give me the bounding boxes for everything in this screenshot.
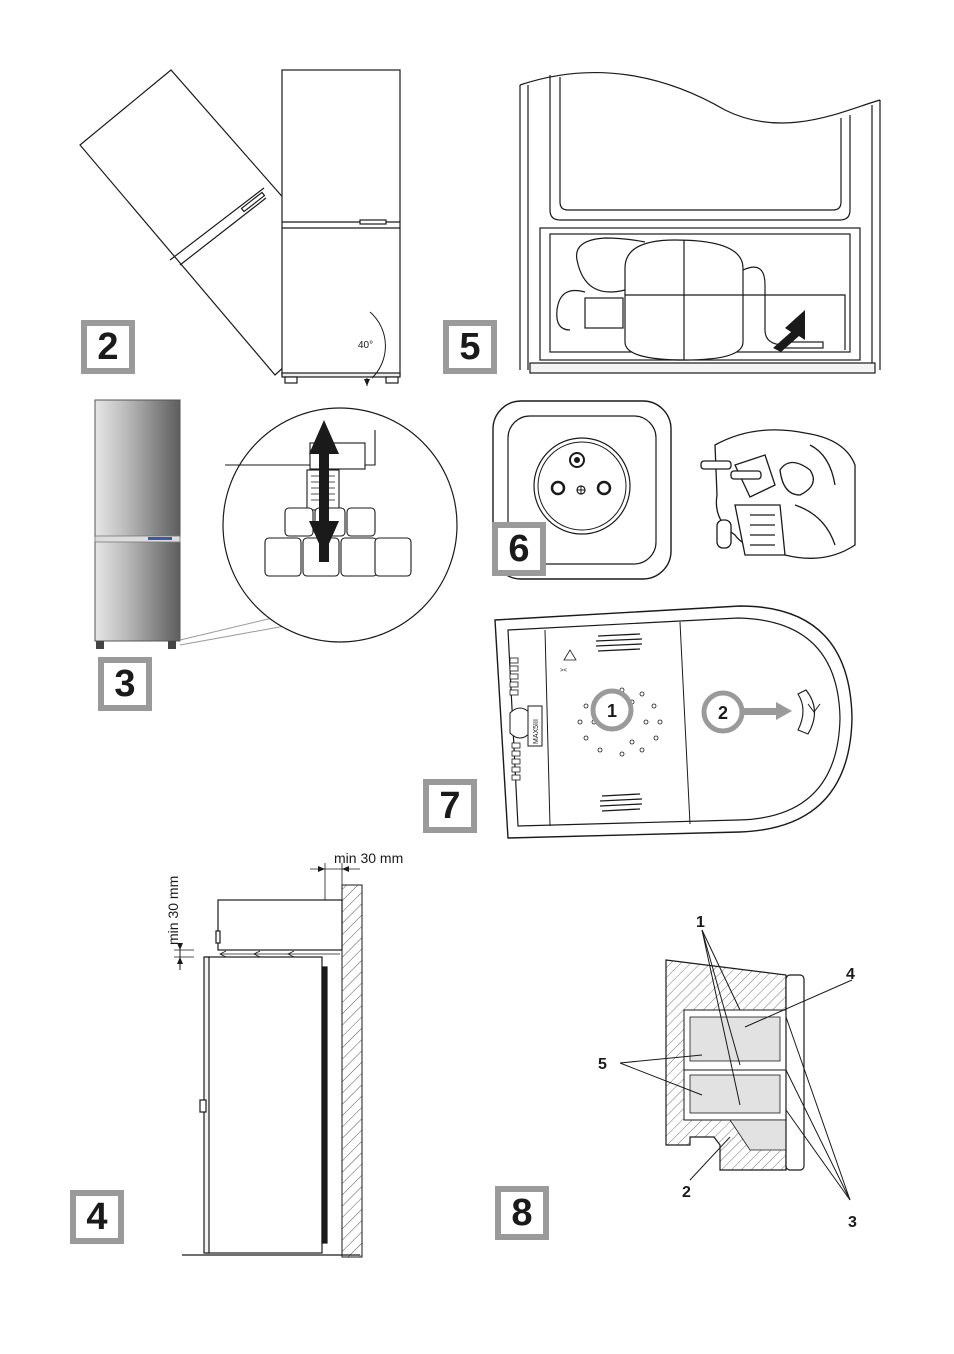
figure-8-badge: 8 <box>495 1186 549 1240</box>
figure-7-control-panel: MAX5III >< 1 2 <box>494 605 853 839</box>
thermostat-knob <box>797 689 816 735</box>
svg-text:><: >< <box>560 668 568 674</box>
door-handle <box>240 191 266 213</box>
panel-label: MAX5III <box>533 719 540 744</box>
angle-label: 40° <box>358 340 373 351</box>
figure-8-door-section: 1 2 3 4 5 <box>598 914 857 1231</box>
figure-2-badge: 2 <box>81 320 135 374</box>
figure-4-badge: 4 <box>70 1190 124 1244</box>
callout-5: 5 <box>598 1056 607 1073</box>
fridge-side <box>205 956 323 1254</box>
back-gap-label: min 30 mm <box>334 850 403 866</box>
figure-3-badge: 3 <box>98 657 152 711</box>
outer-panel <box>785 974 805 1171</box>
figure-7-badge: 7 <box>423 779 477 833</box>
callout-2: 2 <box>682 1184 691 1201</box>
figure-2-door-angle: 40° <box>79 69 401 386</box>
callout-3: 3 <box>848 1214 857 1231</box>
wall <box>341 884 363 1258</box>
figure-5-rear-compressor <box>519 71 881 374</box>
wall-cabinet <box>217 899 343 951</box>
adjust-arrow-up <box>309 420 339 454</box>
figure-4-clearance: min 30 mm min 30 mm <box>165 850 403 1258</box>
figure-3-foot-detail <box>179 407 458 646</box>
figure-6-plug-in-hand <box>700 429 856 559</box>
fridge-body-top <box>94 399 181 539</box>
adjust-arrow-down <box>309 521 339 555</box>
callout-1: 1 <box>696 914 705 931</box>
drain-tray-arrow <box>773 310 805 352</box>
marker-1 <box>590 688 634 732</box>
callout-4: 4 <box>846 966 855 983</box>
fridge-body-bottom <box>94 540 181 642</box>
marker-1-label: 1 <box>607 701 617 721</box>
marker-2-label: 2 <box>718 703 728 723</box>
figure-3-fridge <box>94 399 181 649</box>
figure-6-badge: 6 <box>492 522 546 576</box>
marker-2-arrow <box>776 702 792 720</box>
top-gap-label: min 30 mm <box>165 876 181 945</box>
marker-2 <box>701 690 745 734</box>
figure-5-badge: 5 <box>443 320 497 374</box>
